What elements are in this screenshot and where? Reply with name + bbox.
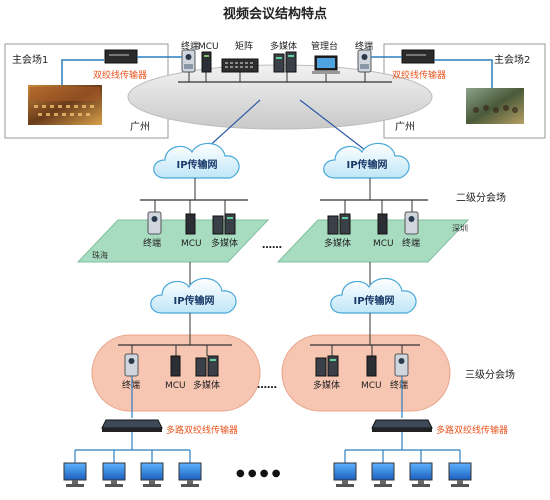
multi-tx-label-left: 多路双绞线传输器 [166, 424, 238, 436]
twisted-pair-transmitter-icon [104, 49, 138, 64]
terminal-icon [404, 211, 419, 235]
level2-left-mcu-label: MCU [181, 239, 202, 249]
computer-icon [140, 462, 164, 487]
mcu-icon [377, 213, 388, 235]
ip-cloud-2-right-label: IP传输网 [353, 294, 394, 307]
terminal-icon [357, 49, 372, 73]
level3-right-multimedia-label: 多媒体 [313, 379, 340, 391]
level2-ellipsis: …… [262, 240, 282, 251]
main-site-1-label: 主会场1 [12, 53, 48, 66]
ip-cloud-1-right [323, 142, 410, 179]
multi-twisted-pair-transmitter-icon [371, 419, 433, 432]
mcu-icon [170, 355, 181, 377]
top-terminal-label: 终端 [181, 40, 199, 52]
guangzhou-label-left: 广州 [130, 121, 150, 133]
mcu-icon [185, 213, 196, 235]
diagram-title: 视频会议结构特点 [223, 6, 327, 22]
computer-icon [333, 462, 357, 487]
ip-cloud-1-left-label: IP传输网 [176, 158, 217, 171]
twisted-pair-transmitter-label-left: 双绞线传输器 [93, 69, 147, 81]
link-top-to-cloud-left [204, 99, 261, 151]
level3-left-terminal-label: 终端 [122, 379, 140, 391]
terminal-icon [394, 353, 409, 377]
matrix-icon [221, 58, 259, 73]
multimedia-icon [212, 213, 236, 235]
mcu-icon [366, 355, 377, 377]
computer-icon [448, 462, 472, 487]
level3-right-terminal-label: 终端 [390, 379, 408, 391]
level2-right-terminal-label: 终端 [402, 237, 420, 249]
console-icon [312, 55, 340, 74]
level3-right-mcu-label: MCU [361, 381, 382, 391]
level3-ellipsis: …… [257, 380, 277, 391]
shenzhen-label: 深圳 [452, 223, 468, 233]
computer-icon [178, 462, 202, 487]
top-mcu-label: MCU [198, 42, 219, 52]
top-terminal-label-right: 终端 [355, 40, 373, 52]
top-matrix-label: 矩阵 [235, 40, 253, 52]
level3-left-multimedia-label: 多媒体 [193, 379, 220, 391]
level3-left-mcu-label: MCU [165, 381, 186, 391]
multi-twisted-pair-transmitter-icon [101, 419, 163, 432]
multi-tx-label-right: 多路双绞线传输器 [436, 424, 508, 436]
multimedia-icon [327, 213, 351, 235]
level3-label: 三级分会场 [465, 368, 515, 381]
terminal-icon [181, 49, 196, 73]
main-site-1-photo [28, 85, 102, 125]
right-site-link [434, 59, 493, 88]
pc-dots-separator: ● ● ● ● [236, 468, 281, 479]
twisted-pair-transmitter-icon [401, 49, 435, 64]
mcu-icon [201, 51, 212, 73]
left-site-link [61, 59, 104, 85]
multimedia-icon [315, 355, 339, 377]
twisted-pair-transmitter-label-right: 双绞线传输器 [392, 69, 446, 81]
level2-right-multimedia-label: 多媒体 [324, 237, 351, 249]
terminal-icon [147, 211, 162, 235]
main-site-2-photo [466, 88, 524, 124]
computer-icon [409, 462, 433, 487]
ip-cloud-2-right [330, 277, 417, 314]
level2-label: 二级分会场 [456, 191, 506, 204]
top-multimedia-label: 多媒体 [270, 40, 297, 52]
level2-left-multimedia-label: 多媒体 [211, 237, 238, 249]
terminal-icon [124, 353, 139, 377]
level2-right-mcu-label: MCU [373, 239, 394, 249]
ip-cloud-1-left [153, 142, 240, 179]
zhuhai-label: 珠海 [92, 250, 108, 260]
link-top-to-cloud-right [299, 99, 366, 151]
ip-cloud-1-right-label: IP传输网 [346, 158, 387, 171]
computer-icon [102, 462, 126, 487]
multimedia-icon [273, 51, 297, 73]
multimedia-icon [195, 355, 219, 377]
ip-cloud-2-left [150, 277, 237, 314]
ip-cloud-2-left-label: IP传输网 [173, 294, 214, 307]
guangzhou-label-right: 广州 [395, 121, 415, 133]
main-site-2-label: 主会场2 [494, 53, 530, 66]
computer-icon [63, 462, 87, 487]
top-console-label: 管理台 [311, 40, 338, 52]
level2-left-terminal-label: 终端 [143, 237, 161, 249]
computer-icon [371, 462, 395, 487]
level3-right-capsule [281, 334, 451, 412]
top-backbone-ellipse [127, 64, 433, 130]
